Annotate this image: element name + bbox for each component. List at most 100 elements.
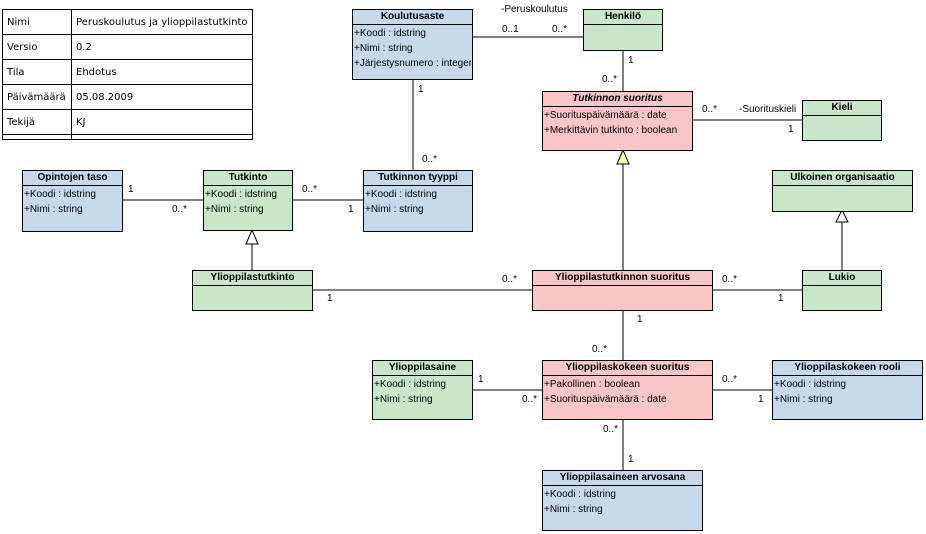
multiplicity-label: 0..* (603, 424, 619, 435)
class-attributes: +Koodi : idstring +Nimi : string (373, 376, 472, 408)
class-attribute: +Suorituspäivämäärä : date (544, 394, 667, 405)
class-attribute: +Nimi : string (24, 204, 83, 215)
class-title: Tutkinnon suoritus (543, 92, 692, 107)
class-title: Ylioppilasaine (373, 361, 472, 376)
multiplicity-label: 1 (327, 293, 333, 304)
meta-value: Ehdotus (71, 59, 253, 85)
meta-cell-empty (71, 134, 253, 140)
class-title: Ylioppilastutkinnon suoritus (533, 271, 712, 286)
meta-key: Tila (2, 59, 72, 85)
class-title: Kieli (803, 101, 881, 116)
multiplicity-label: 0..* (502, 274, 518, 285)
multiplicity-label: 0..1 (502, 24, 519, 35)
role-label-suorituskieli: -Suorituskieli (739, 104, 797, 115)
class-opintojen-taso[interactable]: Opintojen taso +Koodi : idstring +Nimi :… (22, 170, 123, 232)
multiplicity-label: 0..* (302, 184, 318, 195)
class-ylioppilasaine[interactable]: Ylioppilasaine +Koodi : idstring +Nimi :… (372, 360, 473, 420)
class-attribute: +Järjestysnumero : integer (354, 58, 471, 69)
class-attributes: +Koodi : idstring +Nimi : string (204, 186, 292, 218)
class-title: Lukio (803, 271, 881, 286)
class-ulkoinen-organisaatio[interactable]: Ulkoinen organisaatio (772, 170, 913, 212)
class-henkilo[interactable]: Henkilö (583, 9, 663, 51)
multiplicity-label: 1 (628, 454, 634, 465)
class-attribute: +Koodi : idstring (205, 189, 277, 200)
class-title: Tutkinto (204, 171, 292, 186)
class-title: Ylioppilastutkinto (193, 271, 312, 286)
multiplicity-label: 1 (758, 394, 764, 405)
class-title: Koulutusaste (353, 10, 472, 25)
class-tutkinto[interactable]: Tutkinto +Koodi : idstring +Nimi : strin… (203, 170, 293, 231)
meta-key: Nimi (2, 9, 72, 35)
class-kieli[interactable]: Kieli (802, 100, 882, 141)
meta-key: Päivämäärä (2, 84, 72, 110)
class-attribute: +Koodi : idstring (774, 379, 846, 390)
multiplicity-label: 1 (128, 184, 134, 195)
class-attribute: +Koodi : idstring (374, 379, 446, 390)
class-title: Henkilö (584, 10, 662, 25)
class-ylioppilaskokeen-rooli[interactable]: Ylioppilaskokeen rooli +Koodi : idstring… (772, 360, 923, 420)
class-attribute: +Suorituspäivämäärä : date (544, 110, 667, 121)
multiplicity-label: 0..* (702, 104, 718, 115)
class-attributes: +Koodi : idstring +Nimi : string (23, 186, 122, 218)
class-attribute: +Nimi : string (774, 394, 833, 405)
meta-key: Versio (2, 34, 72, 60)
class-attribute: +Pakollinen : boolean (544, 379, 640, 390)
class-attribute: +Koodi : idstring (354, 28, 426, 39)
multiplicity-label: 1 (778, 293, 784, 304)
class-attributes: +Pakollinen : boolean +Suorituspäivämäär… (543, 376, 712, 408)
class-tutkinnon-tyyppi[interactable]: Tutkinnon tyyppi +Koodi : idstring +Nimi… (363, 170, 473, 232)
class-ylioppilaskokeen-suoritus[interactable]: Ylioppilaskokeen suoritus +Pakollinen : … (542, 360, 713, 420)
meta-value: 05.08.2009 (71, 84, 253, 110)
role-label-peruskoulutus: -Peruskoulutus (501, 4, 568, 15)
generalization-arrow-ulkoinen-organisaatio (835, 208, 849, 223)
meta-value: Peruskoulutus ja ylioppilastutkinto (71, 9, 253, 35)
class-title: Tutkinnon tyyppi (364, 171, 472, 186)
class-attribute: +Nimi : string (544, 504, 603, 515)
multiplicity-label: 0..* (172, 204, 188, 215)
multiplicity-label: 1 (628, 55, 634, 66)
class-lukio[interactable]: Lukio (802, 270, 882, 311)
class-attribute: +Nimi : string (365, 204, 424, 215)
meta-row-empty (2, 134, 253, 140)
class-attributes: +Koodi : idstring +Nimi : string +Järjes… (353, 25, 472, 72)
class-attributes: +Koodi : idstring +Nimi : string (773, 376, 922, 408)
multiplicity-label: 1 (348, 204, 354, 215)
meta-value: 0.2 (71, 34, 253, 60)
generalization-arrow-tutkinto (245, 228, 259, 245)
class-title: Ylioppilaskokeen suoritus (543, 361, 712, 376)
class-ylioppilastutkinto[interactable]: Ylioppilastutkinto (192, 270, 313, 311)
class-attribute: +Nimi : string (374, 394, 433, 405)
multiplicity-label: 0..* (722, 274, 738, 285)
class-attribute: +Koodi : idstring (544, 489, 616, 500)
meta-cell-empty (2, 134, 72, 140)
multiplicity-label: 0..* (422, 154, 438, 165)
multiplicity-label: 1 (637, 314, 643, 325)
class-attribute: +Nimi : string (354, 43, 413, 54)
multiplicity-label: 1 (418, 84, 424, 95)
class-ylioppilasaineen-arvosana[interactable]: Ylioppilasaineen arvosana +Koodi : idstr… (542, 470, 703, 531)
class-tutkinnon-suoritus[interactable]: Tutkinnon suoritus +Suorituspäivämäärä :… (542, 91, 693, 151)
multiplicity-label: 0..* (602, 74, 618, 85)
class-title: Opintojen taso (23, 171, 122, 186)
class-ylioppilastutkinnon-suoritus[interactable]: Ylioppilastutkinnon suoritus (532, 270, 713, 311)
class-attributes: +Koodi : idstring +Nimi : string (543, 486, 702, 518)
class-attributes: +Suorituspäivämäärä : date +Merkittävin … (543, 107, 692, 139)
multiplicity-label: 0..* (552, 24, 568, 35)
meta-value: KJ (71, 109, 253, 135)
class-title: Ylioppilaskokeen rooli (773, 361, 922, 376)
class-koulutusaste[interactable]: Koulutusaste +Koodi : idstring +Nimi : s… (352, 9, 473, 80)
class-attribute: +Merkittävin tutkinto : boolean (544, 125, 678, 136)
multiplicity-label: 0..* (522, 394, 538, 405)
class-attribute: +Koodi : idstring (365, 189, 437, 200)
meta-key: Tekijä (2, 109, 72, 135)
multiplicity-label: 0..* (592, 344, 608, 355)
generalization-arrow-tutkinnon-suoritus (616, 148, 630, 165)
multiplicity-label: 0..* (722, 374, 738, 385)
class-title: Ulkoinen organisaatio (773, 171, 912, 186)
